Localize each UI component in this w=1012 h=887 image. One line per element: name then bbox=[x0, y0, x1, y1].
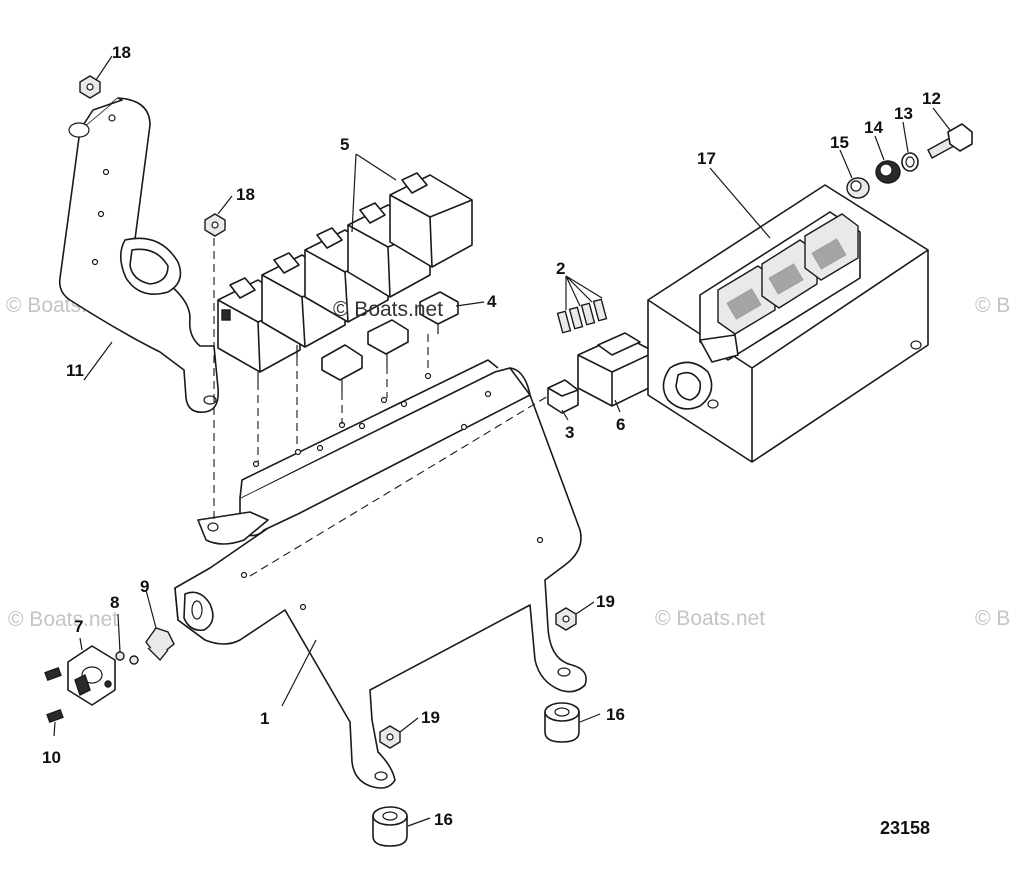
callout-14: 14 bbox=[864, 118, 883, 137]
watermark-bottom-right: © Boats.net bbox=[655, 607, 765, 630]
spacer-part-16-upper bbox=[544, 702, 580, 743]
leader-lines bbox=[53, 55, 951, 827]
grommet-part-15 bbox=[846, 177, 870, 199]
ecm-module-part-17 bbox=[647, 184, 929, 463]
callout-7: 7 bbox=[74, 617, 83, 636]
callouts: 18 18 5 2 4 3 6 17 15 14 13 12 11 1 7 8 … bbox=[42, 43, 941, 838]
fuse-holder-part-6 bbox=[577, 332, 656, 407]
bracket-part-11 bbox=[58, 97, 220, 414]
callout-17: 17 bbox=[697, 149, 716, 168]
nut-part-18-upper bbox=[79, 75, 101, 99]
nut-part-8 bbox=[115, 651, 139, 665]
grommet-part-14 bbox=[875, 160, 901, 184]
assembly-lines bbox=[213, 238, 549, 577]
clips-part-4 bbox=[321, 291, 459, 392]
watermark-right-edge-lower: © B bbox=[975, 607, 1010, 630]
bolt-part-12 bbox=[927, 123, 973, 159]
callout-10: 10 bbox=[42, 748, 61, 767]
callout-8: 8 bbox=[110, 593, 119, 612]
mounting-plate-part-1 bbox=[174, 359, 587, 789]
nut-part-18-lower bbox=[204, 213, 226, 237]
screw-part-10 bbox=[44, 666, 64, 724]
washer-part-13 bbox=[901, 152, 919, 172]
callout-15: 15 bbox=[830, 133, 849, 152]
fuses-part-2 bbox=[556, 298, 608, 334]
plate-holes bbox=[240, 372, 544, 611]
nut-part-19-left bbox=[379, 725, 401, 749]
relays-part-5 bbox=[217, 172, 473, 382]
watermark-relays: © Boats.net bbox=[333, 298, 443, 321]
callout-11: 11 bbox=[66, 361, 84, 380]
callout-18-lower: 18 bbox=[236, 185, 255, 204]
figure-number: 23158 bbox=[880, 818, 930, 838]
callout-1: 1 bbox=[260, 709, 269, 728]
watermark-bottom-left: © Boats.net bbox=[8, 608, 118, 631]
wing-nut-part-9 bbox=[145, 627, 175, 662]
circuit-breaker-part-7 bbox=[67, 645, 116, 706]
callout-9: 9 bbox=[140, 577, 149, 596]
callout-5: 5 bbox=[340, 135, 349, 154]
ecm-connectors bbox=[717, 213, 859, 335]
callout-6: 6 bbox=[616, 415, 625, 434]
callout-18-upper: 18 bbox=[112, 43, 131, 62]
callout-19-left: 19 bbox=[421, 708, 440, 727]
callout-4: 4 bbox=[487, 292, 497, 311]
callout-16-lower: 16 bbox=[434, 810, 453, 829]
watermark-right-edge: © B bbox=[975, 294, 1010, 317]
callout-12: 12 bbox=[922, 89, 941, 108]
nut-part-19-right bbox=[555, 607, 577, 631]
connector-part-3 bbox=[547, 379, 579, 414]
callout-13: 13 bbox=[894, 104, 913, 123]
spacer-part-16-lower bbox=[372, 806, 408, 847]
callout-19-right: 19 bbox=[596, 592, 615, 611]
relay-5 bbox=[389, 172, 473, 268]
callout-2: 2 bbox=[556, 259, 565, 278]
callout-16-upper: 16 bbox=[606, 705, 625, 724]
callout-3: 3 bbox=[565, 423, 574, 442]
